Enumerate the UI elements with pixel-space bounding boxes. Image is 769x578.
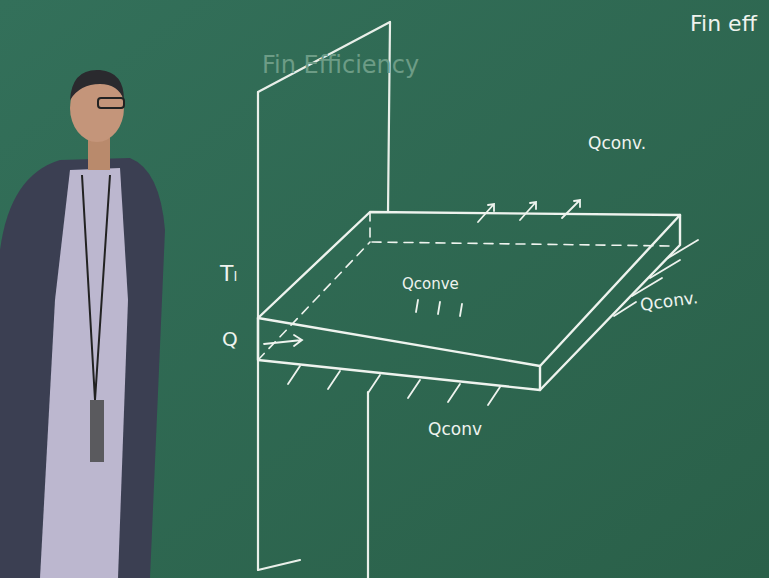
heat-label: Q bbox=[222, 328, 238, 350]
heat-label: Qconv bbox=[428, 420, 482, 439]
heat-label: Qconv. bbox=[588, 134, 646, 153]
heat-label: Qconve bbox=[402, 276, 459, 293]
erased-heading: Fin Efficiency bbox=[262, 52, 419, 78]
fin-body bbox=[258, 212, 680, 390]
temperature-label: Tₗ bbox=[220, 262, 237, 286]
board-heading: Fin eff bbox=[690, 12, 757, 36]
lecturer-figure bbox=[0, 70, 165, 578]
heat-flow-arrows bbox=[264, 200, 698, 405]
